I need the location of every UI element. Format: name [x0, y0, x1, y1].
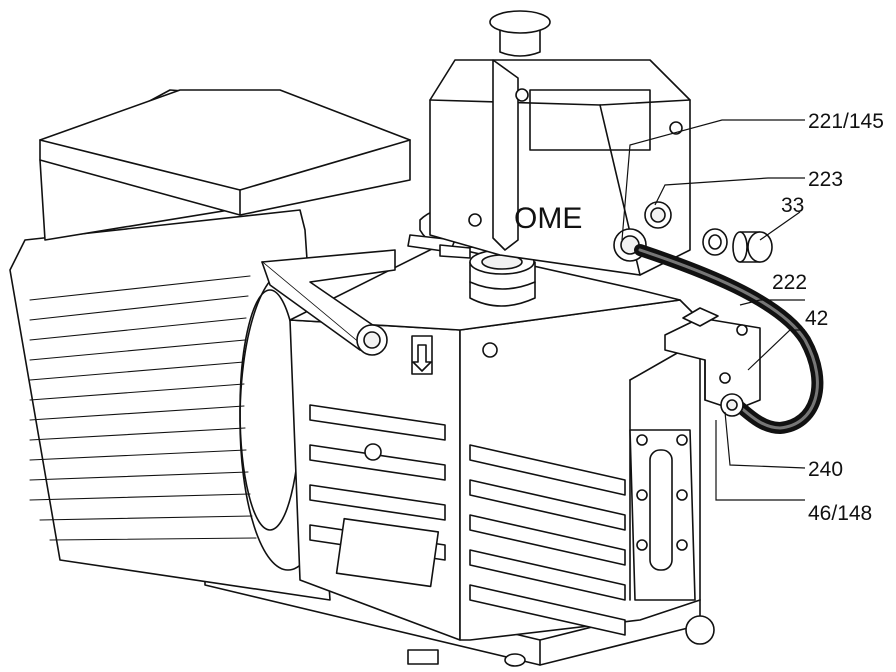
terminal-box — [39, 89, 411, 241]
oil-sight-glass — [629, 429, 696, 601]
callout-labels: 221/145 223 33 222 42 240 46/148 — [772, 110, 884, 525]
lower-hose-fitting — [720, 393, 744, 417]
drain-plug — [685, 615, 715, 645]
pump-cooling-fins-right — [469, 444, 626, 636]
callout-223: 223 — [808, 168, 843, 191]
seal-ring-and-plug — [702, 228, 773, 263]
callout-46-148: 46/148 — [808, 502, 872, 525]
pump-cooling-fins-left — [309, 404, 446, 588]
callout-240: 240 — [808, 458, 843, 481]
callout-42: 42 — [805, 307, 828, 330]
valve-block — [664, 307, 761, 411]
callout-221-145: 221/145 — [808, 110, 884, 133]
hose — [634, 244, 824, 435]
carry-handle — [261, 249, 396, 356]
callout-leaders — [621, 119, 806, 501]
direction-arrow-plate — [411, 335, 433, 375]
callout-33: 33 — [781, 194, 804, 217]
callout-222: 222 — [772, 271, 807, 294]
oil-mist-filter-housing: OME — [429, 10, 691, 276]
brand-label: OME — [514, 202, 582, 235]
motor-cooling-fins — [29, 275, 257, 541]
